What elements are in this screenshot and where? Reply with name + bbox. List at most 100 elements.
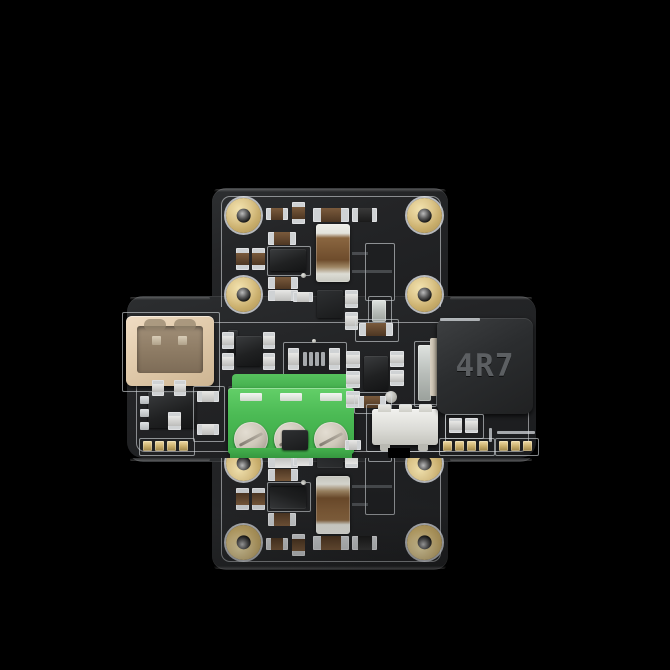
connector-tab [419,404,432,412]
silkscreen-outline [267,246,311,276]
ic-lead [309,352,313,366]
chip-capacitor [352,536,377,550]
pcb-trace [352,270,392,273]
tantalum-capacitor [372,300,386,322]
silkscreen-outline [193,386,225,442]
silkscreen-mark [440,318,480,321]
pcb-edge-highlight-left [130,458,210,461]
chip-resistor [288,348,299,370]
mounting-hole-top-left [226,198,261,233]
chip-resistor [313,208,349,222]
chip-capacitor [268,290,298,301]
gold-edge-pad [511,441,520,451]
chip-resistor [268,469,298,481]
silkscreen-outline-top [221,196,441,307]
silkscreen-outline [495,438,539,456]
chip-capacitor [346,351,360,368]
component-lead [140,422,149,430]
board-reflection: 4R7 [0,458,670,670]
pcb-trace [352,485,392,488]
silkscreen-outline [365,243,395,301]
silkscreen-mark [497,431,535,434]
pcb-edge-highlight [214,189,446,192]
board-reflection-inner: 4R7 [0,458,670,670]
jst-keying-bump [174,319,196,331]
silkscreen-outline [445,414,484,439]
integrated-circuit [364,356,388,390]
chip-capacitor [293,458,313,466]
gold-edge-pad [479,441,488,451]
jst-keying-bump [144,319,166,331]
silkscreen-outline [122,312,220,392]
chip-capacitor [152,380,164,396]
pcb-trace [352,252,368,255]
chip-resistor [236,488,249,510]
silkscreen-outline [366,404,446,452]
test-point [301,273,306,278]
integrated-circuit [282,430,308,450]
chip-capacitor [346,391,360,408]
chip-capacitor [345,312,358,330]
gold-edge-pad [523,441,532,451]
gold-edge-pad [155,441,164,451]
silkscreen-outline [439,438,495,456]
silkscreen-outline [368,458,392,462]
inductor-marking: 4R7 [455,348,515,384]
silkscreen-outline [355,319,399,342]
connector-tab [399,404,412,412]
chip-capacitor [352,208,377,222]
pcb-edge-highlight [214,566,446,569]
chip-capacitor [263,353,275,370]
chip-capacitor [174,380,186,396]
pcb-edge-highlight-right [450,458,532,461]
screw-terminal-block [228,374,354,462]
terminal-wire-slot [280,393,302,401]
chip-resistor [292,202,305,224]
ferrite-bead-inductor [316,224,350,282]
pcb-board: 4R7 [0,0,670,462]
chip-capacitor [345,290,358,308]
chip-resistor [359,323,393,336]
connector-tab [378,404,391,412]
chip-capacitor [263,332,275,349]
chip-capacitor [345,458,358,468]
transistor [317,458,343,468]
chip-resistor [268,513,296,526]
gold-edge-pad [143,441,152,451]
component-lead [140,409,149,417]
transistor [236,336,262,366]
terminal-wire-slot [240,393,262,401]
silkscreen-mark [489,428,492,442]
gold-edge-pad [499,441,508,451]
mounting-hole-top-left [226,525,261,560]
white-connector [372,404,438,451]
chip-capacitor [293,292,313,302]
gold-edge-pad [455,441,464,451]
chip-resistor [329,348,340,370]
connector-leg [380,444,390,451]
test-point [301,480,306,485]
mounting-hole-top-right [407,525,442,560]
chip-resistor [266,538,288,550]
chip-resistor [252,248,265,270]
power-inductor: 4R7 [437,318,533,414]
ferrite-bead-inductor [316,476,350,534]
pcb-edge-highlight-right [450,297,532,300]
chip-capacitor [168,412,181,430]
chip-capacitor [390,370,404,386]
chip-resistor [292,534,305,556]
gold-edge-pad [167,441,176,451]
gold-edge-pad [443,441,452,451]
silkscreen-outline [139,438,195,456]
jst-pin [152,336,161,345]
chip-resistor [268,277,298,289]
ic-lead [303,352,307,366]
chip-capacitor [346,371,360,388]
pcb-edge-highlight-left [130,297,210,300]
jst-cavity [137,326,203,373]
chip-capacitor [222,332,234,349]
chip-capacitor [222,353,234,370]
terminal-wire-slot [320,393,342,401]
